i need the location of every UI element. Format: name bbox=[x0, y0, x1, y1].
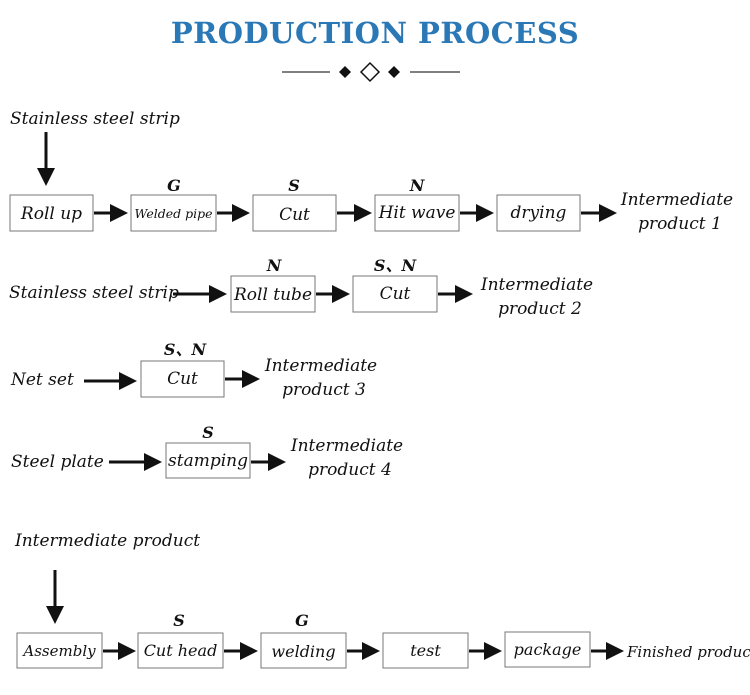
row-4: Steel plate S stamping Intermediate prod… bbox=[11, 423, 403, 480]
step-mark: N bbox=[266, 256, 283, 275]
row1-output-line2: product 1 bbox=[638, 214, 722, 234]
step-label: Cut head bbox=[144, 641, 218, 660]
step-mark: N bbox=[409, 176, 426, 195]
step-mark: S bbox=[202, 423, 214, 442]
row4-output-line1: Intermediate bbox=[290, 436, 403, 456]
step-label: Cut bbox=[279, 205, 310, 225]
row3-input-label: Net set bbox=[10, 370, 74, 390]
step-label: Assembly bbox=[21, 642, 96, 660]
step-label: drying bbox=[511, 203, 567, 223]
row-3: Net set S、N Cut Intermediate product 3 bbox=[10, 340, 377, 400]
step-mark: S bbox=[288, 176, 300, 195]
step-label: Hit wave bbox=[378, 203, 456, 223]
diamond-icon bbox=[339, 66, 351, 78]
row3-output-line1: Intermediate bbox=[264, 356, 377, 376]
row-2: Stainless steel strip N Roll tube S、N Cu… bbox=[9, 256, 593, 319]
diamond-icon bbox=[388, 66, 400, 78]
row5-output-label: Finished product bbox=[626, 643, 750, 661]
step-box-package bbox=[504, 631, 591, 668]
step-box-welding bbox=[260, 632, 347, 669]
step-mark: G bbox=[167, 176, 181, 195]
step-label: Roll up bbox=[20, 204, 82, 224]
step-mark: G bbox=[295, 611, 309, 630]
step-box-stamping bbox=[165, 442, 251, 479]
step-box-drying bbox=[496, 194, 581, 232]
step-box-test bbox=[382, 632, 469, 669]
step-box-roll-tube bbox=[230, 275, 316, 313]
row-5: Intermediate product Assembly S Cut head… bbox=[14, 531, 750, 669]
step-label: Welded pipe bbox=[135, 206, 213, 221]
step-mark: S、N bbox=[374, 256, 418, 275]
row1-output-line1: Intermediate bbox=[620, 190, 733, 210]
diamond-outline-icon bbox=[359, 61, 381, 83]
step-label: stamping bbox=[168, 451, 248, 471]
row4-output-line2: product 4 bbox=[308, 460, 392, 480]
title-divider bbox=[282, 61, 460, 83]
step-label: package bbox=[514, 640, 582, 659]
row2-output-line2: product 2 bbox=[498, 299, 582, 319]
row1-input-label: Stainless steel strip bbox=[10, 109, 180, 129]
step-label: Roll tube bbox=[233, 285, 312, 305]
page-title: PRODUCTION PROCESS bbox=[170, 16, 580, 50]
step-mark: S、N bbox=[164, 340, 208, 359]
row3-output-line2: product 3 bbox=[282, 380, 366, 400]
step-label: Cut bbox=[380, 284, 411, 304]
step-box-assembly bbox=[16, 632, 103, 669]
row4-input-label: Steel plate bbox=[11, 452, 104, 472]
step-mark: S bbox=[173, 611, 185, 630]
row-1: Stainless steel strip Roll up G Welded p… bbox=[9, 109, 733, 234]
step-box-roll-up bbox=[9, 194, 94, 232]
step-label: test bbox=[410, 641, 441, 660]
step-box-cut-head bbox=[137, 632, 224, 669]
step-label: Cut bbox=[167, 369, 198, 389]
step-box-cut bbox=[352, 275, 438, 313]
step-label: welding bbox=[271, 642, 335, 661]
step-box-hit-wave bbox=[374, 194, 460, 232]
row5-input-label: Intermediate product bbox=[14, 531, 200, 551]
step-box-welded-pipe bbox=[130, 194, 217, 232]
step-box-cut bbox=[252, 194, 337, 232]
row2-output-line1: Intermediate bbox=[480, 275, 593, 295]
row2-input-label: Stainless steel strip bbox=[9, 283, 179, 303]
step-box-cut bbox=[140, 360, 225, 398]
